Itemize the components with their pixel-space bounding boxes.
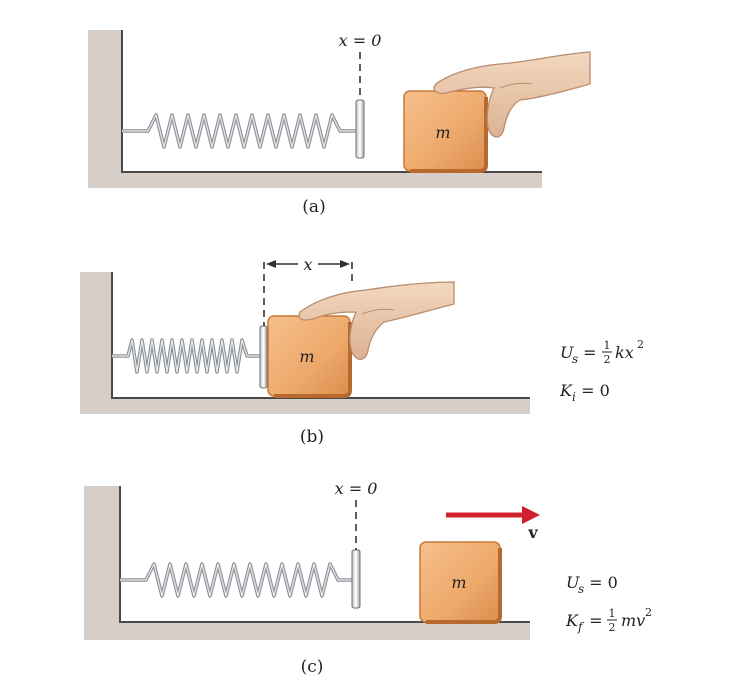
position-label-a: x = 0 [339,31,382,50]
svg-text:f: f [577,620,585,634]
equation-kinetic-initial-b: K i = 0 [559,381,610,404]
spring-plate-a [355,99,365,159]
block-b: m [267,315,352,398]
caption-b: (b) [300,427,324,447]
svg-text:1: 1 [604,339,611,352]
displacement-label: x [303,255,312,274]
panel-b: x m (b) U s = 1 2 kx 2 K i = 0 [80,255,644,447]
caption-a: (a) [302,197,325,217]
svg-text:= 0: = 0 [584,573,618,592]
svg-text:K: K [565,611,579,630]
svg-text:K: K [559,381,573,400]
block-c: m [419,541,502,624]
mass-label-a: m [435,123,450,142]
spring-plate-c [351,549,361,609]
wall-floor-b [80,272,530,414]
svg-text:2: 2 [645,606,652,619]
hand-icon-a [433,51,591,138]
spring-plate-b [259,325,268,389]
svg-text:s: s [572,352,578,366]
svg-text:U: U [560,343,574,362]
svg-text:i: i [572,390,576,404]
svg-text:2: 2 [604,353,611,366]
svg-text:U: U [566,573,580,592]
svg-text:= 0: = 0 [576,381,610,400]
displacement-arrow [266,260,350,268]
svg-text:s: s [578,582,584,596]
equation-spring-energy-c: U s = 0 [566,573,618,596]
svg-text:2: 2 [637,338,644,351]
svg-text:mv: mv [621,611,645,630]
svg-text:2: 2 [609,621,616,634]
panel-a: x = 0 m (a) [88,30,591,217]
svg-text:kx: kx [615,343,634,362]
mass-label-b: m [299,347,314,366]
position-label-c: x = 0 [335,479,378,498]
hand-icon-b [298,281,455,360]
velocity-arrow-icon [446,506,540,524]
wall-floor-c [84,486,530,640]
svg-text:=: = [584,611,608,630]
mass-label-c: m [451,573,466,592]
equation-spring-energy-b: U s = 1 2 kx 2 [560,338,644,366]
caption-c: (c) [301,657,324,677]
equation-kinetic-final-c: K f = 1 2 mv 2 [565,606,652,634]
panel-c: x = 0 m v (c) U s = 0 K f = 1 2 mv 2 [84,479,652,677]
svg-text:1: 1 [609,607,616,620]
svg-text:=: = [578,343,602,362]
block-a: m [403,90,488,173]
velocity-label: v [527,523,538,542]
